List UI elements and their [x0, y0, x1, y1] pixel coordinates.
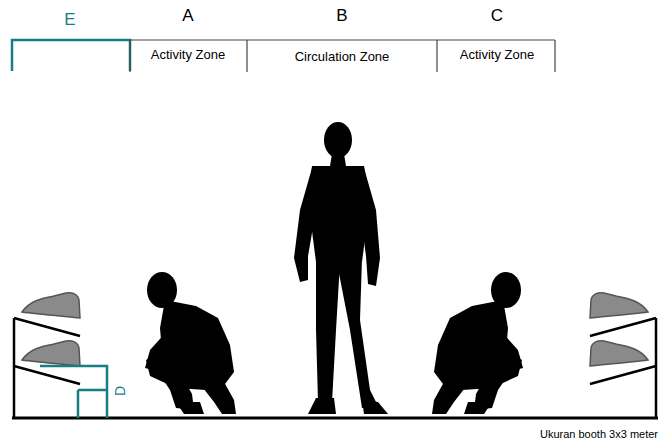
floor-line [12, 417, 658, 420]
dimension-label: D [112, 386, 128, 396]
crouching-person [145, 272, 236, 414]
zone-name: Activity Zone [449, 48, 545, 63]
zone-letter: A [182, 6, 193, 26]
zone-letter: C [491, 6, 503, 26]
standing-person [294, 122, 388, 414]
shoe-shelf [590, 293, 656, 418]
zone-bracket [130, 40, 555, 72]
zone-name: Activity Zone [140, 48, 236, 63]
d-bracket [40, 366, 107, 418]
shoe-shelf [14, 293, 80, 418]
zone-letter: E [64, 10, 75, 30]
zone-name: Circulation Zone [257, 50, 427, 65]
e-bracket [12, 40, 130, 71]
caption: Ukuran booth 3x3 meter [540, 428, 658, 441]
crouching-person [432, 272, 523, 414]
zone-letter: B [336, 6, 347, 26]
